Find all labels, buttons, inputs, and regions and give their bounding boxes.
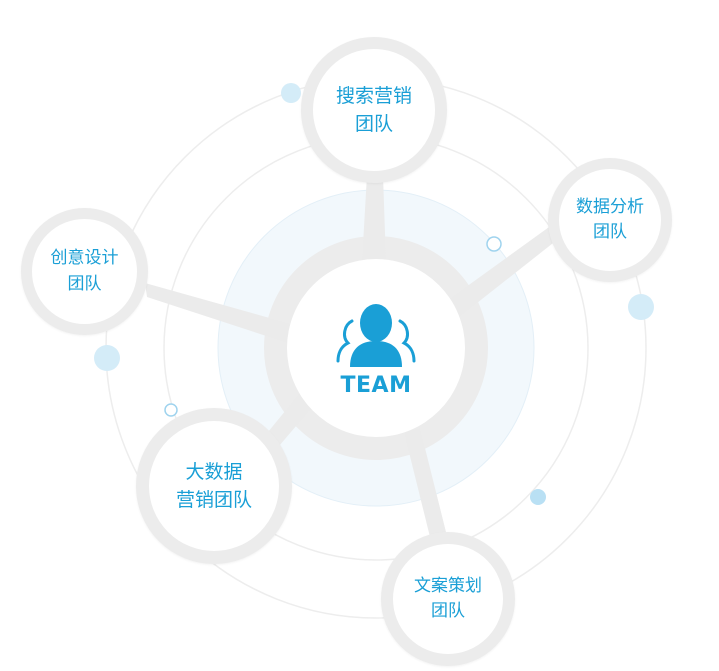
node-data-analysis[interactable]: 数据分析 团队 bbox=[548, 158, 672, 282]
node-label: 大数据 营销团队 bbox=[176, 458, 252, 515]
node-label-line1: 创意设计 bbox=[50, 248, 119, 268]
connector-data bbox=[448, 222, 562, 318]
node-label-line2: 团队 bbox=[354, 113, 393, 135]
node-label: 文案策划 团队 bbox=[414, 574, 482, 625]
bubble-filled bbox=[94, 345, 120, 371]
bubble-outline bbox=[486, 236, 502, 252]
node-label-line1: 数据分析 bbox=[576, 196, 644, 217]
node-label-line1: 文案策划 bbox=[414, 575, 482, 596]
bubble-filled bbox=[281, 83, 301, 103]
node-copywriting[interactable]: 文案策划 团队 bbox=[381, 532, 515, 666]
team-center: TEAM bbox=[287, 259, 465, 437]
node-label-line2: 团队 bbox=[593, 222, 627, 242]
node-label: 搜索营销 团队 bbox=[336, 82, 412, 139]
connector-bigdata bbox=[268, 393, 314, 446]
node-label: 创意设计 团队 bbox=[51, 246, 119, 297]
node-creative-design[interactable]: 创意设计 团队 bbox=[21, 208, 148, 335]
bubble-filled bbox=[628, 294, 654, 320]
node-search-marketing[interactable]: 搜索营销 团队 bbox=[301, 37, 447, 183]
team-people-icon bbox=[336, 303, 416, 367]
connector-search bbox=[362, 175, 386, 262]
node-label-line2: 团队 bbox=[431, 601, 465, 621]
node-label-line1: 搜索营销 bbox=[335, 84, 412, 107]
node-label-line2: 团队 bbox=[67, 273, 102, 294]
node-big-data-marketing[interactable]: 大数据 营销团队 bbox=[136, 408, 292, 564]
bubble-outline bbox=[164, 403, 178, 417]
node-label-line1: 大数据 bbox=[185, 460, 243, 483]
connector-design bbox=[145, 283, 298, 345]
bubble-filled bbox=[530, 489, 546, 505]
node-label: 数据分析 团队 bbox=[576, 195, 644, 246]
node-label-line2: 营销团队 bbox=[175, 489, 252, 511]
connector-copy bbox=[404, 428, 448, 545]
center-label: TEAM bbox=[340, 372, 412, 398]
